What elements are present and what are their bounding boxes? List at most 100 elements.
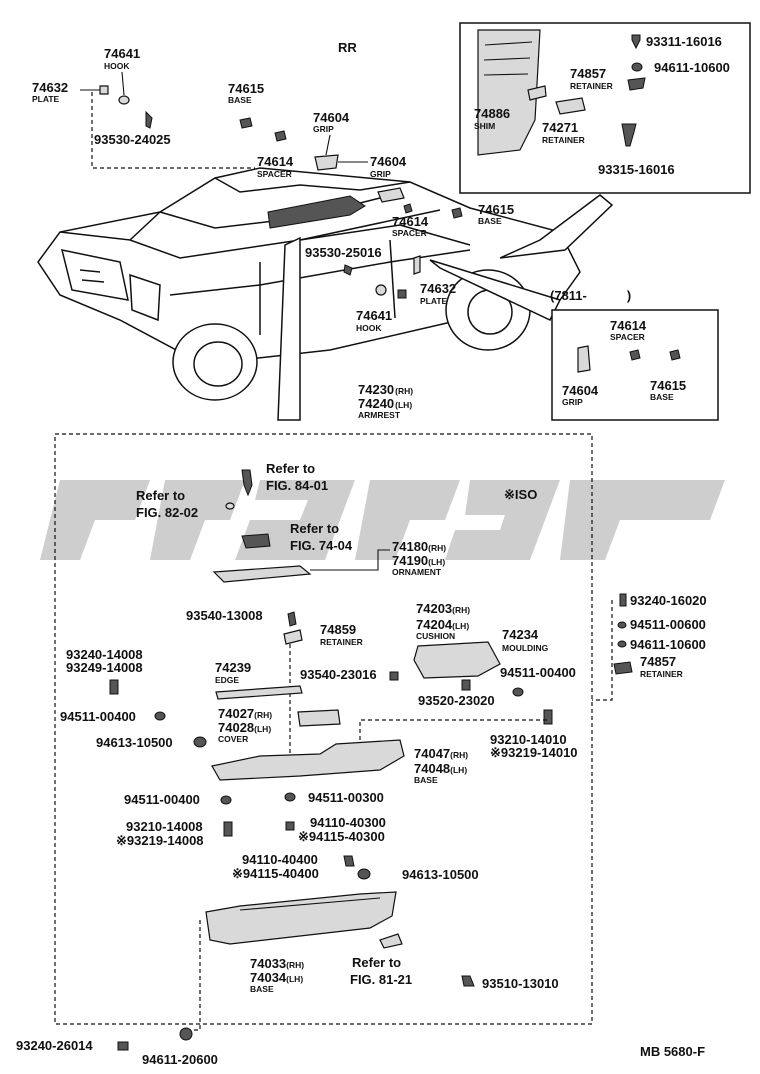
nut-94511-00300: [284, 792, 296, 802]
switch-refer-81: [379, 933, 403, 949]
retainer-74859-part: [283, 629, 303, 645]
label-93540-23016: 93540-23016: [300, 667, 377, 682]
label-94110-40300: 94110-40300: [310, 815, 386, 830]
label-94511-00400-r: 94511-00400: [500, 665, 576, 680]
retainer-74857-inset: [627, 77, 646, 91]
refer-81-fig: FIG. 81-21: [350, 972, 412, 987]
callout-sweep-lower: [277, 236, 301, 421]
label-93210-14008: 93210-14008: [126, 819, 203, 834]
label-mid-74615-name: BASE: [650, 392, 674, 402]
screw-93311: [631, 34, 641, 50]
nut-94613-10500-r: [357, 868, 371, 880]
label-74048: 74048(LH): [414, 761, 467, 776]
cushion-part: [413, 641, 501, 679]
refer-84-fig: FIG. 84-01: [266, 478, 328, 493]
label-74271-num: 74271: [542, 120, 578, 135]
base-part-top: [239, 117, 253, 129]
armrest-base-part: [211, 739, 405, 781]
label-cover-name: COVER: [218, 734, 248, 744]
label-74028: 74028(LH): [218, 720, 271, 735]
label-mid-74604-num: 74604: [562, 383, 599, 398]
label-94613-10500-l: 94613-10500: [96, 735, 173, 750]
iso-label: ※ISO: [504, 487, 537, 502]
label-mid-74614-num: 74614: [610, 318, 647, 333]
nut-94611-10600: [617, 640, 627, 648]
label-93249-14008: 93249-14008: [66, 660, 143, 675]
screw-93520-23020: [461, 679, 471, 691]
label-74632-num: 74632: [32, 80, 68, 95]
label-93540-13008: 93540-13008: [186, 608, 263, 623]
label-r74615-num: 74615: [478, 202, 514, 217]
spacer-part-top: [274, 130, 287, 142]
screw-93315: [621, 123, 637, 147]
plate-part: [99, 85, 109, 95]
label-74604b-name: GRIP: [370, 169, 391, 179]
edge-part: [215, 685, 303, 700]
label-74604-num: 74604: [313, 110, 350, 125]
label-94115-40300: ※94115-40300: [298, 829, 385, 844]
screw-refer-84: [241, 469, 253, 497]
label-74614-name: SPACER: [257, 169, 292, 179]
label-74857-name: RETAINER: [570, 81, 613, 91]
label-74886-num: 74886: [474, 106, 510, 121]
label-74632-name: PLATE: [32, 94, 60, 104]
spacer-part-door: [403, 203, 413, 214]
hook-part-door2: [375, 284, 387, 296]
inset-mid-box: (7811-) 74614 SPACER 74604 GRIP 74615 BA…: [550, 288, 719, 421]
label-93240-14008: 93240-14008: [66, 647, 143, 662]
inset-top-box: 93311-16016 94611-10600 74857 RETAINER 7…: [459, 22, 751, 194]
label-74615-num: 74615: [228, 81, 264, 96]
label-r74614-num: 74614: [392, 214, 429, 229]
refer-82-text: Refer to: [136, 488, 185, 503]
label-armrest-lh: 74240(LH): [358, 396, 412, 411]
callout-sweep-mid: [429, 259, 562, 321]
retainer-74857-part: [613, 661, 633, 675]
label-94115-40400: ※94115-40400: [232, 866, 319, 881]
label-74180: 74180(RH): [392, 539, 446, 554]
label-74615-name: BASE: [228, 95, 252, 105]
label-93510-13010: 93510-13010: [482, 976, 559, 991]
label-74857-name: RETAINER: [640, 669, 683, 679]
label-74234-name: MOULDING: [502, 643, 549, 653]
label-74641-num: 74641: [104, 46, 140, 61]
label-74190: 74190(LH): [392, 553, 445, 568]
nut-94110-40300: [285, 821, 295, 831]
label-94611-20600: 94611-20600: [142, 1052, 218, 1067]
label-94511-00400-b: 94511-00400: [124, 792, 200, 807]
nut-94511-00600: [617, 621, 627, 629]
door-panel-fragment: [477, 29, 541, 156]
nut-94511-00400-b: [220, 795, 232, 805]
label-base2-name: BASE: [250, 984, 274, 994]
label-93219-14010: ※93219-14010: [490, 745, 578, 760]
screw-93240-26014: [117, 1041, 129, 1051]
label-r74632-num: 74632: [420, 281, 456, 296]
diagram-code: MB 5680-F: [640, 1044, 705, 1059]
screw-93510-13010: [461, 975, 475, 987]
label-base-name: BASE: [414, 775, 438, 785]
hook-part-door: [413, 255, 421, 275]
callout-sweep-upper: [499, 194, 614, 259]
cover-part: [297, 709, 341, 727]
label-94511-00400-l: 94511-00400: [60, 709, 136, 724]
clip-refer-82: [225, 502, 235, 510]
label-94511-00300: 94511-00300: [308, 790, 384, 805]
label-ornament-name: ORNAMENT: [392, 567, 442, 577]
grip-part-top: [314, 154, 339, 171]
label-74203: 74203(RH): [416, 601, 470, 616]
nut-94613-10500-l: [193, 736, 207, 748]
refer-74-fig: FIG. 74-04: [290, 538, 353, 553]
refer-81-text: Refer to: [352, 955, 401, 970]
hook-part: [118, 95, 130, 105]
screw-93240-16020: [619, 593, 627, 607]
screw-93540-23016: [389, 671, 399, 681]
screw-93210-14010: [543, 709, 553, 725]
label-74034: 74034(LH): [250, 970, 303, 985]
base-mid: [669, 349, 681, 361]
label-94511-00600: 94511-00600: [630, 617, 706, 632]
screw-93530-24025: [145, 110, 153, 129]
label-mid-74615-num: 74615: [650, 378, 686, 393]
label-93210-14010: 93210-14010: [490, 732, 567, 747]
label-r74632-name: PLATE: [420, 296, 448, 306]
refer-74-text: Refer to: [290, 521, 339, 536]
